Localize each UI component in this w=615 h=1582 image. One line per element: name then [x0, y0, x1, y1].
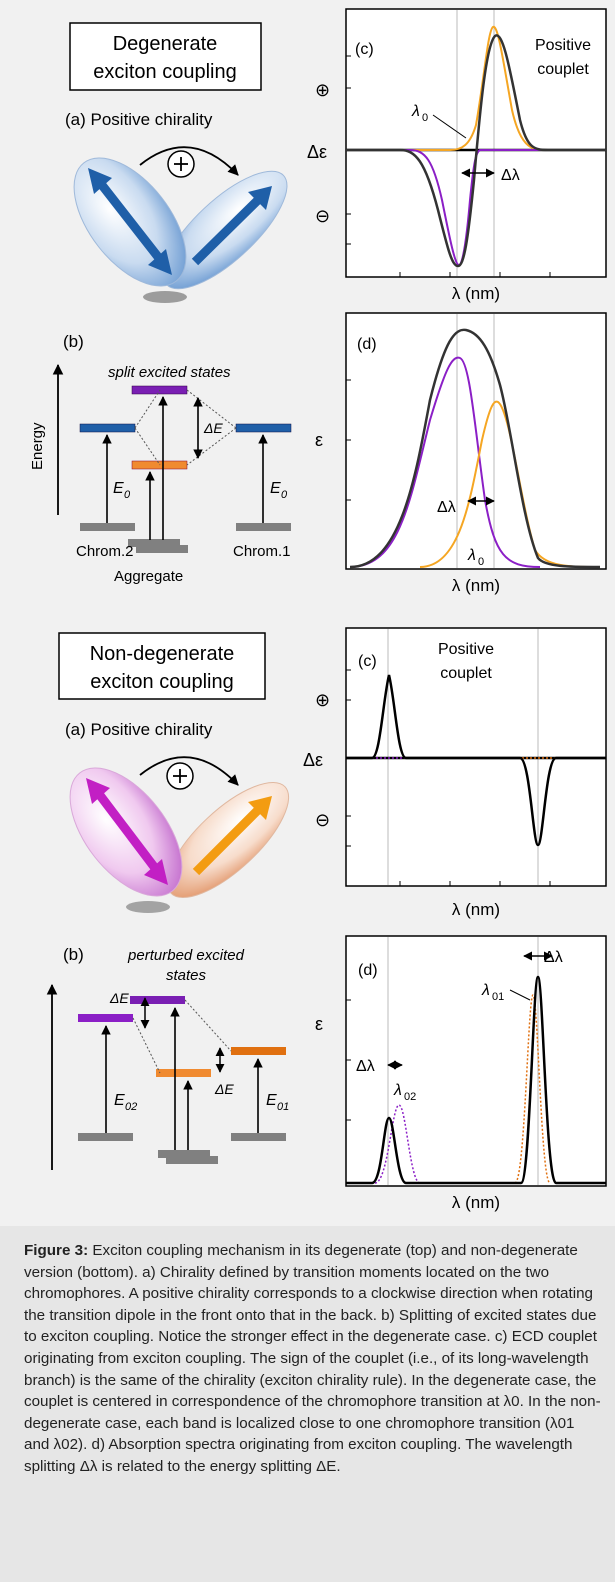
svg-text:0: 0 — [281, 489, 288, 501]
bottom-chromophore-illustration — [69, 756, 290, 913]
svg-text:01: 01 — [492, 991, 504, 1003]
caption-text: Exciton coupling mechanism in its degene… — [24, 1242, 601, 1475]
svg-text:ΔE: ΔE — [214, 1081, 234, 1097]
svg-text:01: 01 — [277, 1101, 289, 1113]
svg-text:E: E — [114, 1092, 125, 1109]
svg-text:0: 0 — [422, 112, 428, 124]
chrom1-label: Chrom.1 — [233, 543, 291, 560]
top-chromophore-illustration — [73, 146, 288, 303]
svg-text:⊕: ⊕ — [315, 80, 330, 100]
svg-text:Positive: Positive — [438, 641, 494, 658]
top-title-box: Degenerate exciton coupling — [69, 22, 262, 91]
front-dipole-arrow — [94, 177, 166, 265]
top-e0-right: E — [270, 480, 281, 497]
svg-text:02: 02 — [404, 1091, 416, 1103]
top-delta-e-label: ΔE — [203, 420, 223, 436]
top-b-label: (b) — [63, 332, 84, 351]
svg-text:λ: λ — [481, 982, 490, 999]
top-c-xlabel: λ (nm) — [452, 284, 500, 303]
svg-text:⊖: ⊖ — [315, 206, 330, 226]
rotation-arrow — [139, 146, 239, 176]
top-chirality-label: (a) Positive chirality — [65, 110, 213, 129]
figure-panel: Degenerate exciton coupling (a) Positive… — [0, 0, 615, 1226]
svg-text:λ: λ — [411, 103, 420, 120]
svg-text:Non-degenerate: Non-degenerate — [90, 643, 235, 665]
svg-text:(b): (b) — [63, 945, 84, 964]
top-c-panel: (c) Positive couplet λ 0 Δλ λ (nm) ⊕ Δε … — [307, 8, 607, 303]
figure-svg: Degenerate exciton coupling (a) Positive… — [29, 8, 607, 1212]
svg-text:0: 0 — [478, 556, 484, 568]
svg-text:ε: ε — [315, 1014, 323, 1034]
energy-axis-label: Energy — [29, 422, 46, 470]
top-d-ylabel: ε — [315, 430, 323, 450]
svg-text:λ: λ — [393, 1082, 402, 1099]
top-d-panel: (d) Δλ λ 0 λ (nm) ε — [315, 312, 607, 595]
top-e0-left: E — [113, 480, 124, 497]
svg-text:⊕: ⊕ — [315, 690, 330, 710]
svg-text:02: 02 — [125, 1101, 137, 1113]
svg-text:states: states — [166, 967, 207, 984]
svg-text:⊖: ⊖ — [315, 810, 330, 830]
top-title-line2: exciton coupling — [93, 61, 236, 83]
top-c-ylabel: Δε — [307, 142, 327, 162]
svg-text:couplet: couplet — [440, 665, 492, 682]
figure-caption: Figure 3: Exciton coupling mechanism in … — [0, 1226, 615, 1582]
svg-text:Δλ: Δλ — [437, 499, 456, 516]
top-c-panel-label: (c) — [355, 41, 374, 58]
svg-text:λ (nm): λ (nm) — [452, 900, 500, 919]
bottom-chirality-label: (a) Positive chirality — [65, 720, 213, 739]
svg-text:ΔE: ΔE — [109, 990, 129, 1006]
svg-text:λ: λ — [467, 547, 476, 564]
split-states-label: split excited states — [108, 364, 231, 381]
svg-text:(d): (d) — [358, 962, 378, 979]
top-d-xlabel: λ (nm) — [452, 576, 500, 595]
svg-text:Δλ: Δλ — [544, 949, 563, 966]
svg-text:0: 0 — [124, 489, 131, 501]
svg-text:couplet: couplet — [537, 61, 589, 78]
bottom-d-panel: (d) Δλ λ 01 Δλ λ 02 λ (nm) ε — [315, 935, 607, 1212]
svg-text:Positive: Positive — [535, 37, 591, 54]
svg-text:perturbed excited: perturbed excited — [127, 947, 245, 964]
caption-label: Figure 3: — [24, 1242, 89, 1259]
top-title-line1: Degenerate — [113, 33, 218, 55]
svg-text:λ (nm): λ (nm) — [452, 1193, 500, 1212]
svg-text:exciton coupling: exciton coupling — [90, 671, 233, 693]
svg-text:(c): (c) — [358, 653, 377, 670]
back-dipole-arrow — [191, 192, 266, 266]
top-energy-diagram: (b) split excited states Energy ΔE E 0 E… — [29, 332, 292, 585]
bottom-title-box: Non-degenerate exciton coupling — [58, 632, 266, 700]
top-d-panel-label: (d) — [357, 336, 377, 353]
svg-text:E: E — [266, 1092, 277, 1109]
svg-text:Δε: Δε — [303, 750, 323, 770]
bottom-energy-diagram: (b) perturbed excited states ΔE ΔE E 02 … — [46, 945, 289, 1170]
bottom-c-panel: (c) Positive couplet λ (nm) ⊕ Δε ⊖ — [303, 627, 607, 919]
aggregate-label: Aggregate — [114, 568, 183, 585]
svg-text:Δλ: Δλ — [356, 1058, 375, 1075]
svg-text:Δλ: Δλ — [501, 167, 520, 184]
chrom2-label: Chrom.2 — [76, 543, 134, 560]
